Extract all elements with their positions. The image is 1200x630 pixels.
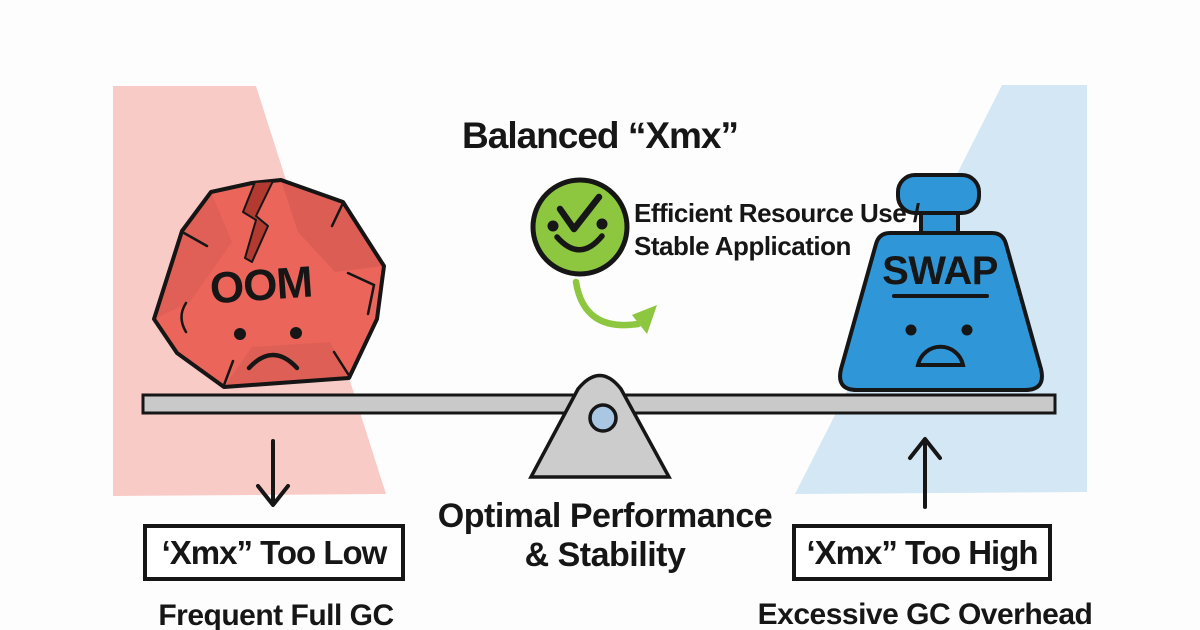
rock-facet-line xyxy=(182,231,209,248)
weight-handle xyxy=(896,173,981,215)
down-arrow-head xyxy=(256,484,290,507)
weight-eye-left xyxy=(905,324,917,336)
rock-shading-left xyxy=(154,192,232,319)
weight-label: SWAP xyxy=(882,249,998,293)
rock-eye-right xyxy=(290,327,302,339)
rock-label: OOM xyxy=(208,257,314,314)
rock-facet-line xyxy=(332,350,352,379)
rock-eye-left xyxy=(234,328,246,340)
down-arrow-icon xyxy=(256,439,290,507)
benefit-line-1: Efficient Resource Use / xyxy=(634,198,920,228)
up-arrow-head xyxy=(908,437,942,460)
left-consequence-caption: Frequent Full GC xyxy=(158,599,394,630)
weight-body xyxy=(838,231,1044,392)
xmx-too-low-box: ‘Xmx” Too Low xyxy=(143,524,405,581)
rock-body xyxy=(152,178,386,389)
curved-arrow-head xyxy=(632,305,657,334)
balanced-benefit-text: Efficient Resource Use / Stable Applicat… xyxy=(634,197,920,263)
rock-facet-line xyxy=(330,201,345,228)
xmx-too-low-label: ‘Xmx” Too Low xyxy=(161,533,388,571)
up-arrow-icon xyxy=(908,437,942,509)
center-caption: Optimal Performance & Stability xyxy=(437,497,773,575)
pivot-icon xyxy=(588,403,618,433)
center-caption-line-2: & Stability xyxy=(524,536,686,574)
xmx-too-high-box: ‘Xmx” Too High xyxy=(792,524,1052,581)
rock-frown xyxy=(246,352,300,371)
curved-arrow-icon xyxy=(572,278,657,334)
balanced-smiley-icon xyxy=(530,177,630,277)
rock-crack xyxy=(242,180,274,263)
cracked-rock-icon xyxy=(152,178,386,389)
benefit-line-2: Stable Application xyxy=(634,231,851,261)
curved-arrow-shaft xyxy=(572,278,642,329)
right-consequence-caption: Excessive GC Overhead xyxy=(757,598,1093,630)
diagram-title: Balanced “Xmx” xyxy=(462,115,739,156)
center-caption-line-1: Optimal Performance xyxy=(437,497,773,535)
smiley-eye-left xyxy=(547,220,559,232)
rock-facet-line xyxy=(222,359,235,387)
smiley-smile xyxy=(554,233,605,253)
smiley-eye-right xyxy=(596,218,608,230)
xmx-too-high-label: ‘Xmx” Too High xyxy=(806,533,1038,571)
checkmark-icon xyxy=(556,193,603,233)
rock-facet-line xyxy=(346,271,376,316)
rock-shading-bottom xyxy=(224,342,349,387)
weight-eye-right xyxy=(961,324,973,336)
swap-weight-icon xyxy=(838,173,1044,392)
smiley-face xyxy=(530,177,630,277)
rock-facet-line xyxy=(180,301,188,334)
fulcrum xyxy=(528,373,672,479)
weight-frown xyxy=(915,344,966,367)
